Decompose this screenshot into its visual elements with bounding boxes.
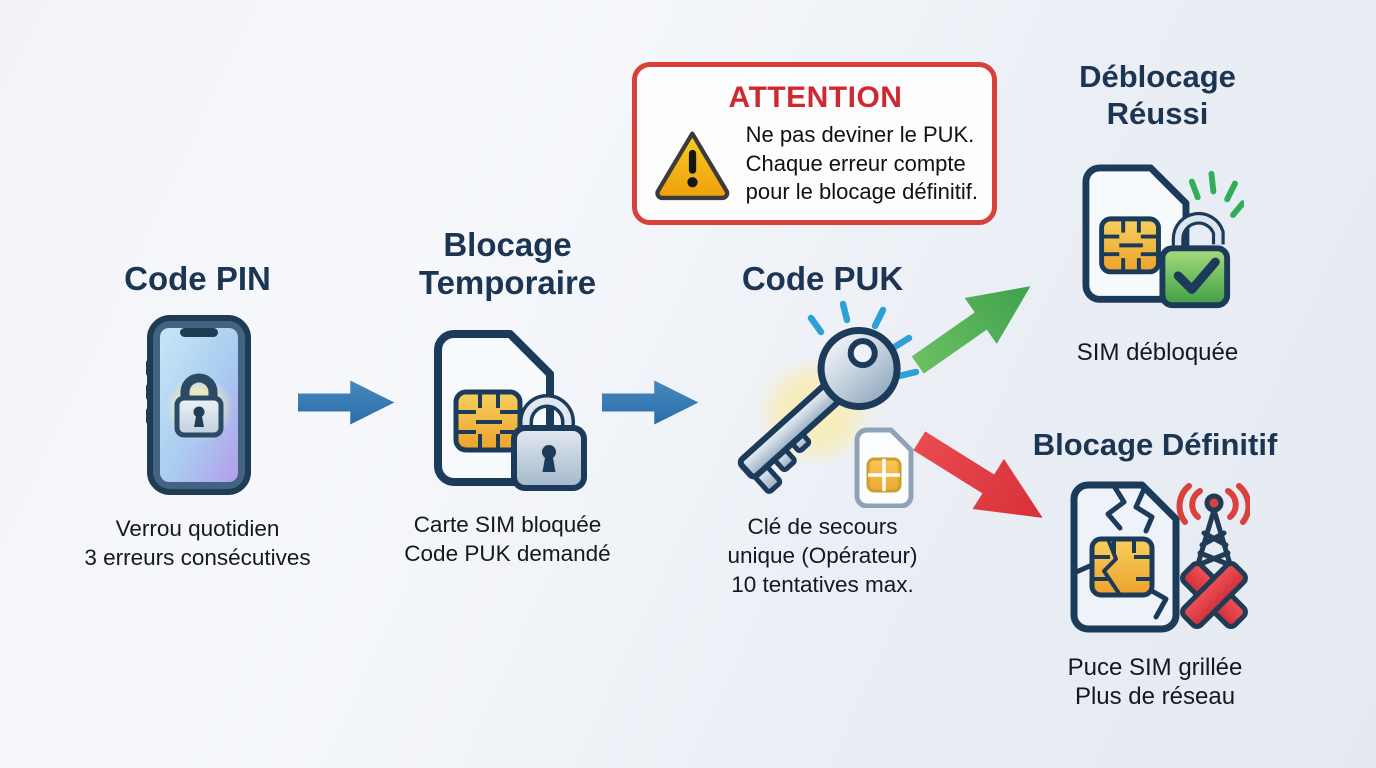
caption-line: Carte SIM bloquée: [413, 512, 602, 537]
sim-broken-icon: [1070, 481, 1250, 633]
title-line: Réussi: [1106, 96, 1209, 131]
caption-line: Plus de réseau: [1074, 683, 1236, 710]
step-caption-blocage-temporaire: Carte SIM bloquée Code PUK demandé: [365, 510, 650, 568]
title-line: Temporaire: [418, 264, 597, 301]
arrow-up-right-green-icon: [911, 286, 1031, 374]
caption-line: Verrou quotidien: [115, 516, 280, 541]
warning-line: pour le blocage définitif.: [745, 179, 978, 204]
outcome-deblocage-reussi: Déblocage Réussi: [1030, 58, 1285, 367]
step-blocage-temporaire: Blocage Temporaire: [365, 226, 650, 568]
step-code-pin: Code PIN: [55, 260, 340, 572]
caption-line: SIM débloquée: [1076, 339, 1239, 366]
title-line: Déblocage: [1079, 59, 1236, 94]
phone-lock-icon: [145, 315, 251, 495]
outcome-title-deblocage-reussi: Déblocage Réussi: [1030, 58, 1285, 132]
warning-line: Ne pas deviner le PUK.: [745, 122, 975, 147]
title-line: Blocage Définitif: [1032, 427, 1278, 462]
caption-line: 3 erreurs consécutives: [84, 545, 311, 570]
sim-unlocked-icon: [1081, 164, 1244, 309]
sim-locked-icon: [433, 330, 587, 491]
caption-line: Clé de secours: [747, 514, 898, 539]
caption-line: unique (Opérateur): [727, 543, 918, 568]
outcome-title-blocage-definitif: Blocage Définitif: [1000, 426, 1310, 463]
warning-line: Chaque erreur compte: [745, 150, 966, 176]
title-line: Blocage: [443, 226, 572, 263]
caption-line: Puce SIM grillée: [1067, 654, 1243, 681]
outcome-caption-deblocage-reussi: SIM débloquée: [1030, 338, 1285, 367]
caption-line: Code PUK demandé: [404, 541, 611, 566]
outcome-caption-blocage-definitif: Puce SIM grillée Plus de réseau: [1000, 653, 1310, 711]
step-title-blocage-temporaire: Blocage Temporaire: [365, 226, 650, 302]
warning-text: Ne pas deviner le PUK. Chaque erreur com…: [746, 121, 978, 207]
puk-key-icon: [737, 300, 920, 508]
warning-triangle-icon: [655, 131, 730, 201]
warning-box: ATTENTION Ne pas deviner le PUK. Chaque …: [632, 62, 997, 225]
step-caption-code-pin: Verrou quotidien 3 erreurs consécutives: [55, 514, 340, 572]
warning-title: ATTENTION: [728, 81, 903, 114]
arrow-right-blue-icon: [298, 380, 395, 425]
step-code-puk: Code PUK: [685, 260, 960, 599]
arrow-right-blue-icon: [602, 380, 699, 425]
step-title-code-pin: Code PIN: [124, 260, 271, 297]
arrow-down-right-red-icon: [913, 431, 1043, 518]
outcome-blocage-definitif: Blocage Définitif: [1000, 426, 1310, 711]
step-title-code-puk: Code PUK: [741, 260, 904, 297]
caption-line: 10 tentatives max.: [731, 572, 914, 597]
step-caption-code-puk: Clé de secours unique (Opérateur) 10 ten…: [685, 512, 960, 599]
